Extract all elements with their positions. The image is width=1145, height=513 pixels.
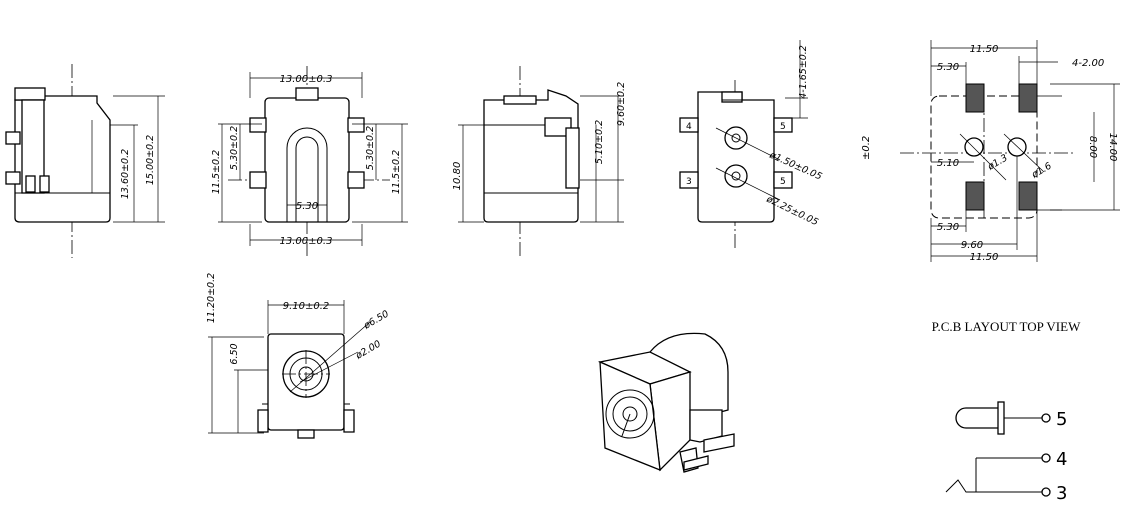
schematic-pin-5: 5	[1056, 409, 1067, 430]
dim-bottom-height: 11.20±0.2	[206, 273, 217, 323]
back-pin-3: 3	[686, 177, 692, 187]
dim-right-inner-height: 5.10±0.2	[594, 120, 605, 164]
back-pin-5-top: 5	[780, 122, 786, 132]
dim-right-outer-height: 9.60±0.2	[616, 82, 627, 126]
pcb-dim-bottom-offset: 5.30	[937, 222, 959, 233]
front-view: 13.00±0.3 11.5±0.2 5.30±0.2 5.30±0.2 11.…	[211, 66, 408, 258]
dim-front-right-inner: 5.30±0.2	[365, 126, 376, 170]
dim-bottom-dia-outer: ø6.50	[361, 309, 391, 333]
dim-right-left-height: 10.80	[452, 162, 463, 191]
back-pin-4: 4	[686, 122, 692, 132]
pcb-dim-height-inner: 8.00	[1087, 136, 1098, 158]
pcb-dim-hole-small: ø1.3	[985, 153, 1009, 173]
pcb-stray-label: ±0.2	[861, 136, 872, 160]
side-view-left: 13.60±0.2 15.00±0.2	[5, 64, 165, 258]
dim-front-top-width: 13.00±0.3	[280, 74, 333, 85]
back-pin-5-bottom: 5	[780, 177, 786, 187]
dim-front-center: 5.30	[296, 201, 318, 212]
bottom-view: 11.20±0.2 6.50 9.10±0.2 ø6.50 ø2.00	[206, 273, 391, 439]
pcb-dim-bottom-width: 11.50	[970, 252, 999, 263]
back-view: 4 5 3 5 4-1.65±0.2 ø1.50±0.05 ø2.25±0.05	[679, 40, 823, 248]
dim-bottom-width: 9.10±0.2	[283, 301, 330, 312]
dim-front-left-inner: 5.30±0.2	[229, 126, 240, 170]
schematic-pin-3: 3	[1056, 483, 1067, 504]
pcb-dim-top-offset: 5.30	[937, 62, 959, 73]
pin-schematic: 5 4 3	[945, 401, 1067, 504]
dim-front-left-outer: 11.5±0.2	[211, 150, 222, 194]
pcb-dim-height-outer: 14.00	[1107, 133, 1118, 162]
pcb-dim-pad-note: 4-2.00	[1072, 58, 1104, 69]
dim-front-bottom-width: 13.00±0.3	[280, 236, 333, 247]
pcb-dim-top-width: 11.50	[970, 44, 999, 55]
dim-back-top-note: 4-1.65±0.2	[798, 45, 809, 99]
dim-bottom-dia-inner: ø2.00	[353, 339, 383, 363]
side-view-right: 10.80 5.10±0.2 9.60±0.2	[452, 66, 627, 258]
isometric-view	[597, 332, 735, 473]
schematic-pin-4: 4	[1056, 449, 1067, 470]
dim-side-height-a: 13.60±0.2	[120, 149, 131, 199]
dim-bottom-height-inner: 6.50	[229, 343, 240, 364]
dim-front-right-outer: 11.5±0.2	[391, 150, 402, 194]
pcb-dim-hole-large: ø1.6	[1029, 161, 1053, 181]
pcb-layout: ±0.2 11.50 5.30 4-2.00 14.00 8.00 5.10 ø…	[861, 40, 1120, 334]
pcb-layout-title: P.C.B LAYOUT TOP VIEW	[932, 319, 1081, 334]
pcb-dim-bottom-span: 9.60	[961, 240, 983, 251]
dim-side-height-b: 15.00±0.2	[145, 135, 156, 185]
pcb-dim-mid-offset: 5.10	[937, 158, 959, 169]
